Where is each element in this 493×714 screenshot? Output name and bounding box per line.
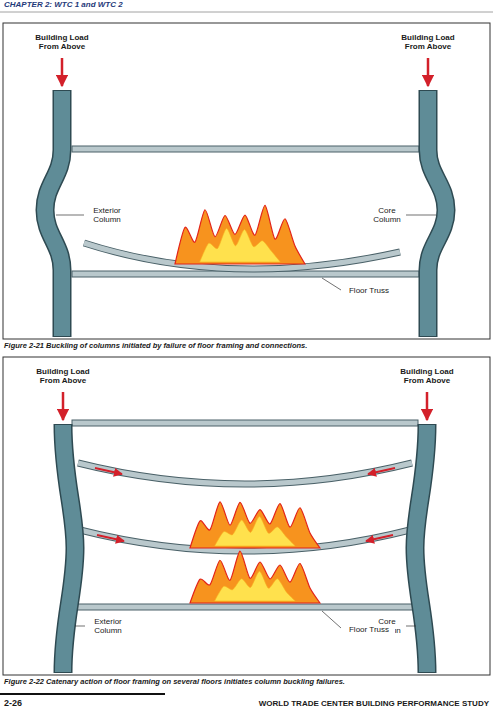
core-column — [415, 424, 427, 673]
fire-outer — [175, 205, 305, 264]
floor-truss — [74, 604, 418, 610]
tension-arrow — [366, 535, 393, 541]
load-arrow — [426, 392, 429, 420]
leader-line — [75, 626, 85, 627]
leader-line — [322, 278, 341, 290]
fire-inner — [215, 517, 296, 546]
leader-line — [406, 626, 416, 627]
column-label: Exterior Column — [87, 617, 129, 635]
floor-beam — [72, 420, 418, 426]
figure-frame — [3, 23, 490, 339]
leader-line — [406, 215, 436, 216]
floor-beam — [72, 146, 419, 152]
column-label: Core Column — [368, 206, 406, 224]
load-arrow — [61, 58, 64, 86]
load-label: Building Load From Above — [30, 367, 96, 385]
core-column-fill — [415, 425, 427, 672]
exterior-column-fill — [45, 91, 62, 336]
running-footer: WORLD TRADE CENTER BUILDING PERFORMANCE … — [240, 699, 489, 708]
truss-label: Floor Truss — [343, 625, 395, 634]
fire-inner — [200, 228, 281, 262]
fire-inner — [215, 571, 296, 601]
load-label: Building Load From Above — [395, 33, 461, 51]
figure-frame — [3, 357, 490, 675]
figure-caption: Figure 2-22 Catenary action of floor fra… — [4, 678, 489, 687]
exterior-column — [63, 424, 75, 673]
load-label: Building Load From Above — [29, 33, 95, 51]
tension-arrow — [368, 468, 395, 474]
leader-line — [56, 215, 84, 216]
fire — [175, 205, 305, 264]
footer-rule — [0, 693, 165, 695]
column-label: Exterior Column — [86, 206, 128, 224]
figure-caption: Figure 2-21 Buckling of columns initiate… — [4, 342, 489, 351]
fire-outer — [190, 502, 320, 548]
fire — [190, 502, 320, 548]
core-column-fill — [428, 91, 446, 336]
exterior-column — [45, 90, 62, 337]
sagging-truss — [78, 463, 412, 484]
tension-arrow — [97, 535, 124, 541]
leader-line — [322, 611, 341, 628]
page-number: 2-26 — [4, 698, 64, 708]
fire — [190, 551, 320, 603]
header-rule — [0, 12, 493, 13]
load-label: Building Load From Above — [394, 367, 460, 385]
load-arrow — [427, 58, 430, 86]
fire-outer — [190, 551, 320, 603]
sagging-truss-fill — [78, 463, 412, 484]
tension-arrow — [95, 468, 122, 474]
running-header: CHAPTER 2: WTC 1 and WTC 2 — [4, 0, 204, 9]
load-arrow — [62, 392, 65, 420]
core-column — [428, 90, 446, 337]
truss-label: Floor Truss — [343, 286, 395, 295]
exterior-column-fill — [63, 425, 75, 672]
